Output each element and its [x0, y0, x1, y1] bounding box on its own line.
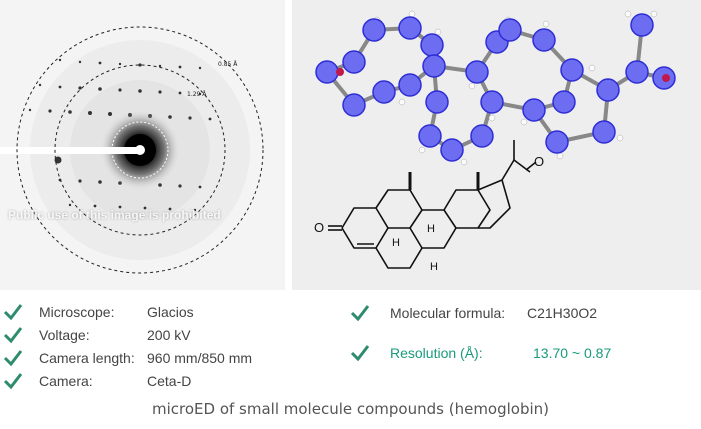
spec-row-voltage: Voltage: 200 kV — [0, 325, 290, 345]
hydrogen-label-2: H — [392, 237, 400, 249]
resolution-value: 13.70 ~ 0.87 — [533, 345, 612, 361]
beam-stop — [0, 147, 138, 154]
ring-label-middle: 1.29 Å — [187, 91, 207, 98]
diffraction-pattern-graphic: 0.85 Å 1.29 Å — [0, 0, 285, 290]
hydrogen-label-3: H — [430, 261, 438, 273]
watermark-text: Public use of this image is prohibited — [8, 208, 221, 222]
checkmark-icon — [3, 350, 23, 367]
checkmark-icon — [3, 373, 23, 390]
spec-label: Camera: — [39, 373, 93, 389]
ring-label-outer: 0.85 Å — [218, 61, 238, 68]
spec-value: Glacios — [147, 304, 194, 320]
spec-label: Camera length: — [39, 350, 135, 366]
spec-row-camera: Camera: Ceta-D — [0, 371, 290, 391]
oxygen-label-ketone: O — [314, 220, 324, 235]
diffraction-pattern-image: 0.85 Å 1.29 Å Public use of this image i… — [0, 0, 285, 290]
oxygen-label-acetyl: O — [534, 154, 544, 169]
formula-value: C21H30O2 — [527, 305, 598, 321]
spec-label: Microscope: — [39, 304, 115, 320]
spec-row-camera-length: Camera length: 960 mm/850 mm — [0, 348, 290, 368]
spec-label: Voltage: — [39, 327, 90, 343]
spec-value: Ceta-D — [147, 373, 192, 389]
spec-row-microscope: Microscope: Glacios — [0, 302, 290, 322]
checkmark-icon — [350, 305, 370, 322]
resolution-ring-outer — [16, 26, 264, 274]
diffraction-spots — [28, 58, 212, 212]
spec-value: 200 kV — [147, 327, 191, 343]
checkmark-icon — [3, 304, 23, 321]
resolution-ring-inner — [111, 121, 169, 179]
formula-label: Molecular formula: — [390, 305, 506, 321]
spec-value: 960 mm/850 mm — [147, 350, 253, 366]
checkmark-icon — [3, 327, 23, 344]
molecular-structure-image: O O H H H — [292, 0, 701, 290]
electron-density-model: O O H H H — [292, 0, 701, 290]
formula-row: Molecular formula: C21H30O2 — [350, 303, 690, 323]
figure-caption: microED of small molecule compounds (hem… — [151, 400, 550, 418]
resolution-ring-middle — [54, 64, 226, 236]
checkmark-icon — [350, 345, 370, 362]
hydrogen-label-1: H — [427, 223, 435, 235]
resolution-label: Resolution (Å): — [390, 345, 483, 361]
resolution-row: Resolution (Å): 13.70 ~ 0.87 — [350, 343, 690, 363]
skeletal-formula — [328, 140, 537, 269]
